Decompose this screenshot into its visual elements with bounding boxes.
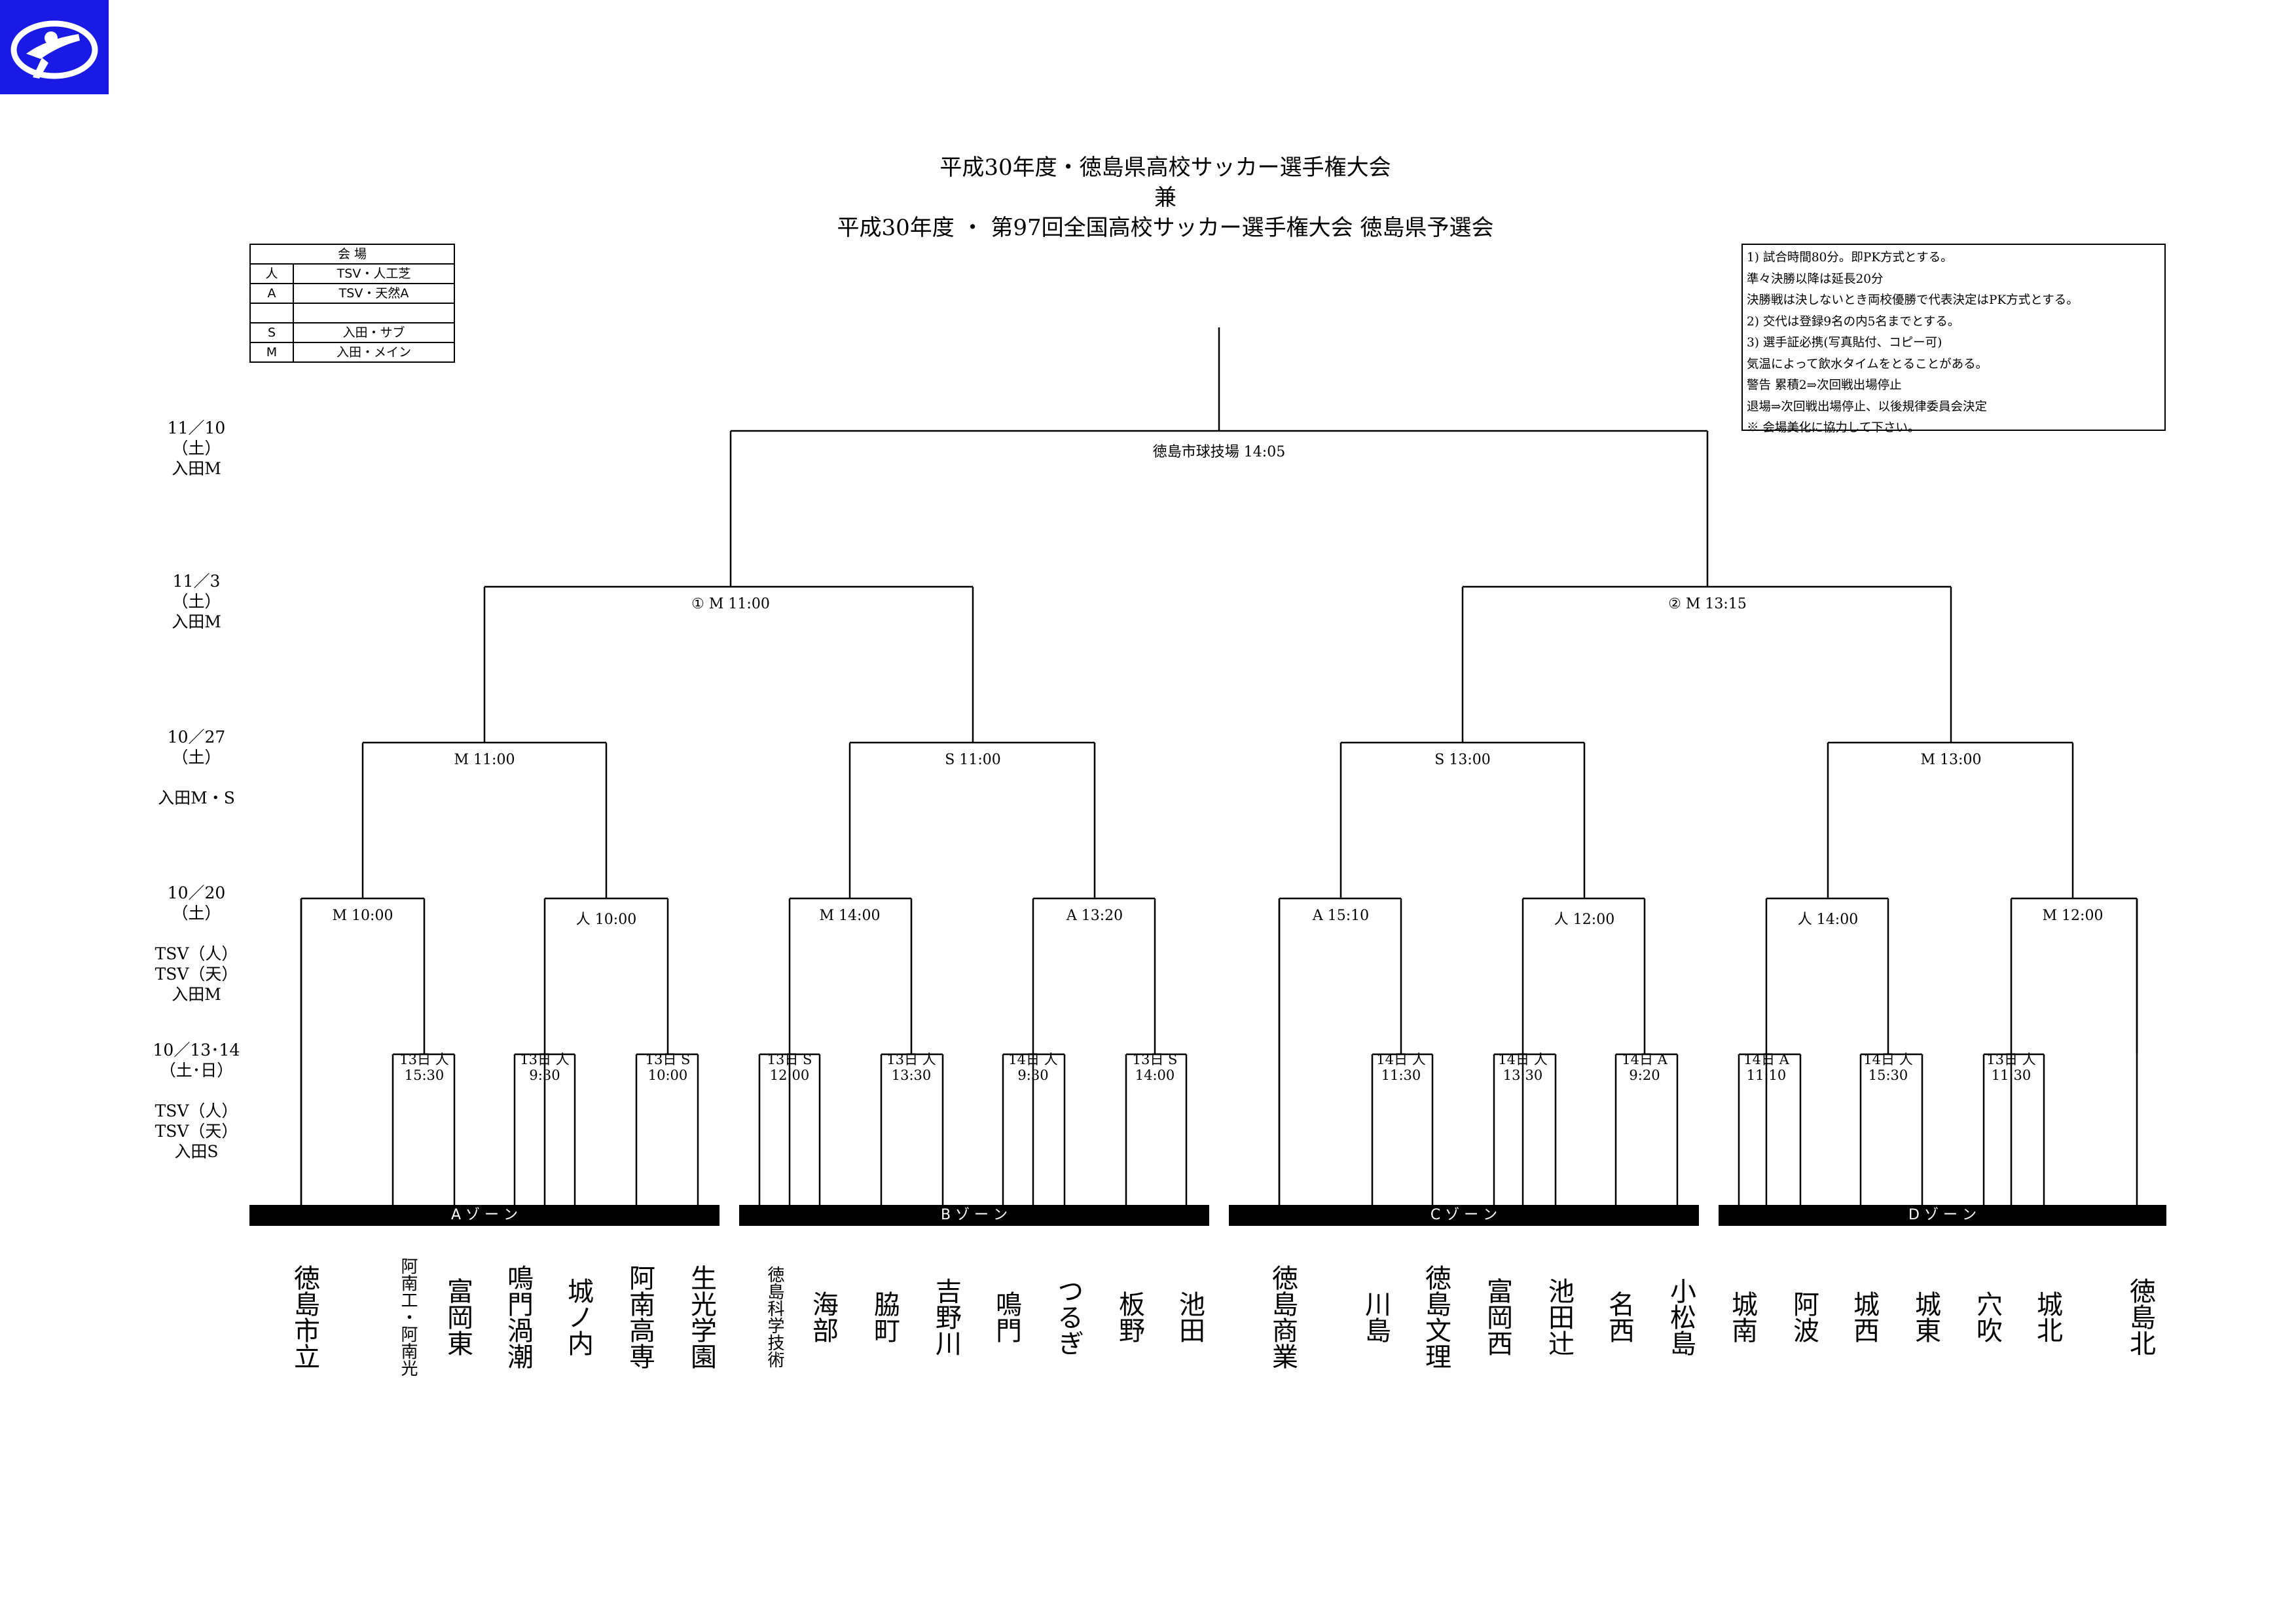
team-name: 鳴門 xyxy=(991,1291,1021,1343)
round-label-r1: 10／13･14 （土･日） TSV（人） TSV（天） 入田S xyxy=(153,1041,240,1161)
match-r16-3: M 14:00 xyxy=(819,908,881,924)
match-r1-1: 13日 人 15:30 xyxy=(399,1052,449,1083)
match-quarter-2: S 11:00 xyxy=(945,752,1001,768)
rule-line: 3) 選手証必携(写真貼付、コピー可) xyxy=(1747,336,1942,350)
round-label-final: 11／10 （土） 入田M xyxy=(167,418,226,478)
rule-line: 準々決勝以降は延長20分 xyxy=(1747,272,1884,286)
match-r16-2: 人 10:00 xyxy=(575,912,637,928)
team-name: 徳島北 xyxy=(2125,1278,2155,1356)
match-r1-10: 14日 A 9:20 xyxy=(1622,1052,1667,1083)
venue-name: TSV・天然A xyxy=(293,283,455,304)
team-name: 城北 xyxy=(2032,1291,2062,1343)
match-quarter-3: S 13:00 xyxy=(1434,752,1491,768)
rules-box: 1) 試合時間80分。即PK方式とする。 準々決勝以降は延長20分 決勝戦は決し… xyxy=(1741,244,2166,435)
match-quarter-1: M 11:00 xyxy=(454,752,515,768)
team-name: 池田 xyxy=(1175,1291,1205,1343)
round-label-semi: 11／3 （土） 入田M xyxy=(172,572,221,631)
team-name: 鳴門渦潮 xyxy=(503,1264,533,1369)
rule-line: ※ 会場美化に協力して下さい。 xyxy=(1747,421,1920,435)
venue-header: 会 場 xyxy=(249,244,455,265)
team-name: 阿南工・阿南光 xyxy=(398,1257,418,1376)
team-name: 板野 xyxy=(1114,1291,1144,1343)
match-r1-3: 13日 S 10:00 xyxy=(645,1052,691,1083)
match-r1-11: 14日 A 11:10 xyxy=(1743,1052,1789,1083)
rule-line: 決勝戦は決しないとき両校優勝で代表決定はPK方式とする。 xyxy=(1747,293,2079,307)
match-r1-4: 13日 S 12:00 xyxy=(767,1052,812,1083)
team-name: 富岡東 xyxy=(443,1278,473,1356)
match-r1-9: 14日 人 13:30 xyxy=(1498,1052,1548,1083)
match-r16-1: M 10:00 xyxy=(332,908,393,924)
match-r16-7: 人 14:00 xyxy=(1797,912,1859,928)
match-semi-2: ② M 13:15 xyxy=(1668,596,1747,612)
rule-line: 警告 累積2⇒次回戦出場停止 xyxy=(1747,378,1902,392)
team-name: 名西 xyxy=(1604,1291,1634,1343)
team-name: 徳島市立 xyxy=(289,1264,319,1369)
zone-bar-d: D ゾ ー ン xyxy=(1719,1205,2166,1226)
soccer-player-logo-icon xyxy=(10,20,98,79)
venue-code xyxy=(249,303,294,323)
match-r16-8: M 12:00 xyxy=(2042,908,2104,924)
rule-line: 退場⇒次回戦出場停止、以後規律委員会決定 xyxy=(1747,399,1988,414)
team-name: 城南 xyxy=(1727,1291,1757,1343)
title-line-3: 平成30年度 ・ 第97回全国高校サッカー選手権大会 徳島県予選会 xyxy=(837,215,1494,241)
team-name: 川島 xyxy=(1360,1291,1391,1343)
team-name: 海部 xyxy=(808,1291,838,1343)
match-final: 徳島市球技場 14:05 xyxy=(1152,444,1286,460)
team-name: 生光学園 xyxy=(686,1264,716,1369)
match-r1-8: 14日 人 11:30 xyxy=(1376,1052,1426,1083)
team-name: 城西 xyxy=(1849,1291,1879,1343)
team-name: 阿波 xyxy=(1789,1291,1819,1343)
title-line-2: 兼 xyxy=(1154,185,1176,211)
team-name: つるぎ xyxy=(1053,1278,1083,1356)
venue-code: 人 xyxy=(249,263,294,284)
venue-code: M xyxy=(249,342,294,363)
zone-bar-b: B ゾ ー ン xyxy=(739,1205,1209,1226)
round-label-quarter: 10／27 （土） 入田M・S xyxy=(158,728,235,807)
venue-name: 入田・サブ xyxy=(293,322,455,343)
team-name: 阿南高専 xyxy=(625,1264,655,1369)
team-name: 吉野川 xyxy=(931,1278,961,1356)
round-label-r16: 10／20 （土） TSV（人） TSV（天） 入田M xyxy=(155,883,238,1004)
match-r16-5: A 15:10 xyxy=(1312,908,1370,924)
team-name: 富岡西 xyxy=(1482,1278,1512,1356)
match-r1-2: 13日 人 9:30 xyxy=(520,1052,570,1083)
venue-code: A xyxy=(249,283,294,304)
team-name: 穴吹 xyxy=(1972,1291,2002,1343)
match-r1-12: 14日 人 15:30 xyxy=(1863,1052,1913,1083)
rule-line: 2) 交代は登録9名の内5名までとする。 xyxy=(1747,314,1960,329)
team-name: 脇町 xyxy=(869,1291,900,1343)
match-r1-5: 13日 人 13:30 xyxy=(886,1052,936,1083)
rule-line: 1) 試合時間80分。即PK方式とする。 xyxy=(1747,251,1953,265)
venue-name: 入田・メイン xyxy=(293,342,455,363)
federation-logo xyxy=(0,0,109,94)
venue-code: S xyxy=(249,322,294,343)
venue-name xyxy=(293,303,455,323)
match-quarter-4: M 13:00 xyxy=(1920,752,1982,768)
venue-name: TSV・人工芝 xyxy=(293,263,455,284)
rule-line: 気温によって飲水タイムをとることがある。 xyxy=(1747,357,1988,371)
team-name: 池田辻 xyxy=(1544,1278,1574,1356)
match-semi-1: ① M 11:00 xyxy=(691,596,770,612)
team-name: 城ノ内 xyxy=(563,1278,593,1356)
team-name: 徳島文理 xyxy=(1421,1264,1451,1369)
title-line-1: 平成30年度・徳島県高校サッカー選手権大会 xyxy=(939,155,1391,181)
team-name: 小松島 xyxy=(1666,1278,1696,1356)
team-name: 徳島科学技術 xyxy=(765,1266,784,1368)
match-r1-7: 13日 S 14:00 xyxy=(1132,1052,1178,1083)
zone-bar-c: C ゾ ー ン xyxy=(1229,1205,1699,1226)
match-r16-4: A 13:20 xyxy=(1066,908,1123,924)
team-name: 城東 xyxy=(1910,1291,1941,1343)
match-r16-6: 人 12:00 xyxy=(1554,912,1615,928)
team-name: 徳島商業 xyxy=(1267,1264,1298,1369)
match-r1-6: 14日 人 9:30 xyxy=(1008,1052,1058,1083)
zone-bar-a: A ゾ ー ン xyxy=(249,1205,720,1226)
match-r1-13: 13日 人 11:30 xyxy=(1986,1052,2036,1083)
